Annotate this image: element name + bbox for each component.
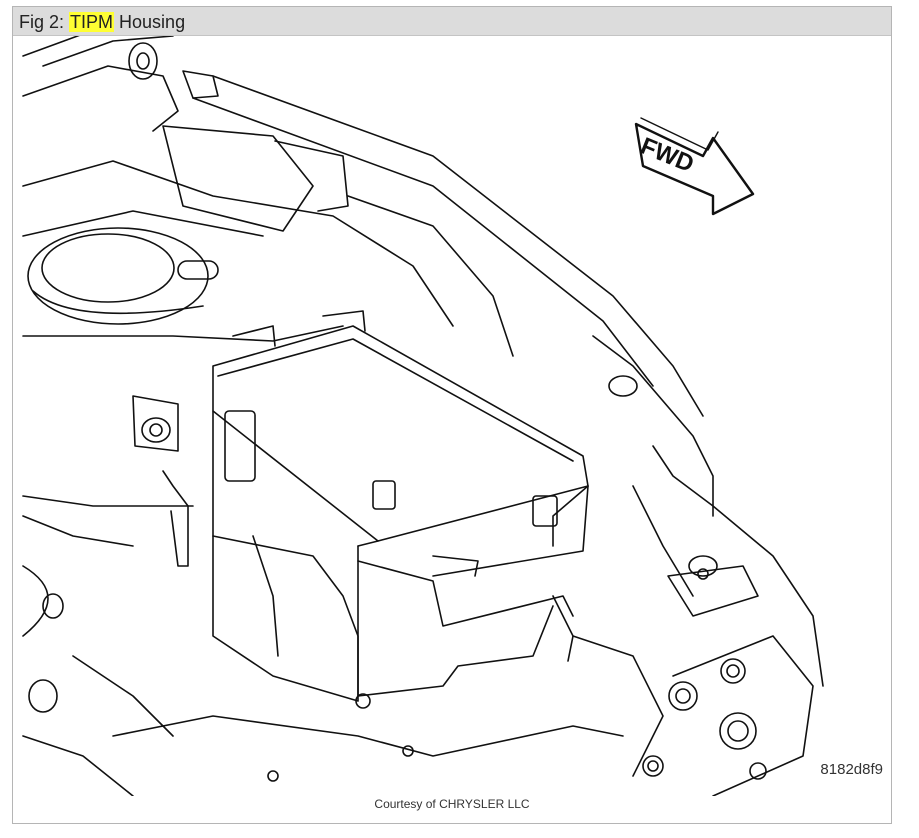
figure-credit: Courtesy of CHRYSLER LLC (374, 797, 530, 811)
figure-frame: Fig 2: TIPM Housing (12, 6, 892, 824)
figure-title: Fig 2: TIPM Housing (19, 12, 185, 33)
tipm-housing (212, 310, 589, 702)
title-suffix: Housing (114, 12, 186, 32)
figure-reference-code: 8182d8f9 (820, 761, 883, 778)
right-structure (572, 335, 824, 796)
figure-title-bar: Fig 2: TIPM Housing (13, 7, 891, 36)
title-prefix: Fig 2: (19, 12, 70, 32)
upper-bracket (22, 36, 349, 232)
fwd-arrow-icon: FWD (634, 117, 755, 216)
title-highlight: TIPM (69, 12, 115, 32)
tipm-housing-drawing: FWD (22, 36, 824, 796)
ground-stud (22, 395, 194, 796)
lower-bracket (72, 535, 624, 782)
frame-rail (22, 75, 704, 417)
strut-tower (22, 227, 344, 342)
